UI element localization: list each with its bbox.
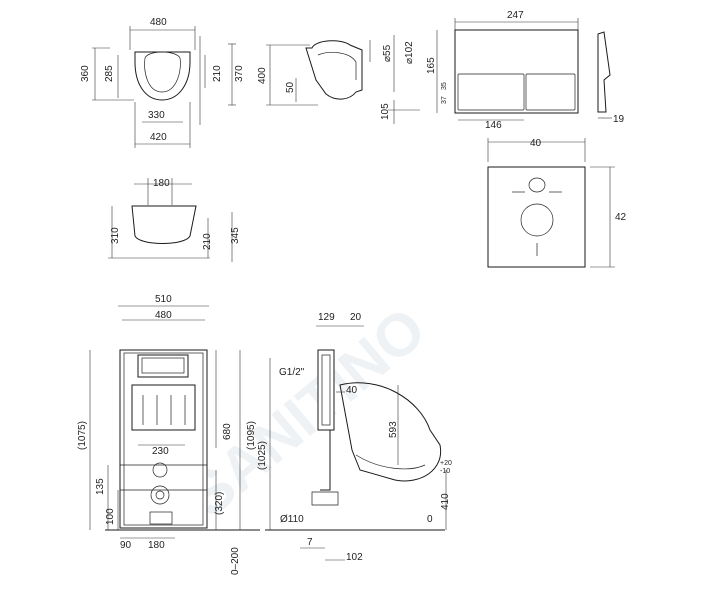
section-gap: 40: [346, 385, 358, 396]
front-fix-h: 210: [202, 233, 213, 250]
frame-h-frame: 680: [222, 423, 233, 440]
frame-h-total: (1075): [77, 421, 88, 450]
section-d-pipe: Ø110: [280, 514, 304, 525]
frame-h-inner: (320): [214, 492, 225, 515]
bowl-side-base: 105: [380, 103, 391, 120]
plate-side-a: 37: [441, 96, 448, 104]
installation-frame-view: 510 480 230 (1075) 680 (1095) 135 100 (3…: [77, 294, 260, 575]
plate-button-offset: 146: [485, 120, 502, 131]
bowl-side-view: 400 50 ⌀55 ⌀102 105: [257, 35, 420, 124]
frame-bottom-mid: 180: [148, 540, 165, 551]
section-floor: 0: [427, 514, 433, 525]
bowl-side-d-pipe: ⌀102: [404, 41, 415, 64]
frame-h-low: 100: [105, 508, 116, 525]
frame-stud: 230: [152, 446, 169, 457]
pad-height: 42: [615, 212, 627, 223]
bowl-side-outlet-h: 50: [285, 81, 296, 93]
bowl-top-fix-total: 420: [150, 132, 167, 143]
bowl-top-width-label: 480: [150, 17, 167, 28]
flush-plate-view: 247 165 37 35 146 19: [426, 10, 625, 131]
front-height: 310: [110, 227, 121, 244]
section-seat-tol-up: +20: [440, 460, 452, 467]
section-seat-h: 410: [440, 493, 451, 510]
section-depth-b: 20: [350, 312, 362, 323]
frame-h-left: 135: [95, 478, 106, 495]
frame-bottom-left: 90: [120, 540, 132, 551]
bowl-top-height-inner: 285: [104, 65, 115, 82]
plate-side-b: 35: [441, 82, 448, 90]
pad-width: 40: [530, 138, 542, 149]
section-seat-tol-dn: -10: [440, 468, 450, 475]
section-off-b: 102: [346, 552, 363, 563]
frame-h-frame-total: (1095): [246, 421, 257, 450]
side-section-view: 129 20 (1025) G1/2" 40 593 Ø110 7 102 41…: [257, 312, 452, 563]
front-width: 180: [153, 178, 170, 189]
section-thread: G1/2": [279, 367, 305, 378]
bowl-top-height-outer: 360: [80, 65, 91, 82]
front-total-h: 345: [230, 227, 241, 244]
soundproof-pad-view: 40 42: [487, 138, 627, 268]
bowl-top-right-a: 210: [212, 65, 223, 82]
frame-width-outer: 510: [155, 294, 172, 305]
bowl-top-view: 480 360 285 210 370 330 420: [80, 17, 245, 148]
section-depth-a: 129: [318, 312, 335, 323]
section-h-inlet: 593: [388, 421, 399, 438]
section-off-a: 7: [307, 537, 313, 548]
frame-floor-adjust: 0–200: [230, 547, 241, 575]
bowl-top-fix-gap: 330: [148, 110, 165, 121]
bowl-front-view: 180 310 210 345: [108, 178, 241, 262]
plate-width: 247: [507, 10, 524, 21]
plate-depth: 19: [613, 114, 625, 125]
frame-outline: [119, 349, 208, 529]
frame-width-inner: 480: [155, 310, 172, 321]
plate-height: 165: [426, 57, 437, 74]
section-h-total: (1025): [257, 441, 268, 470]
bowl-side-d-outlet: ⌀55: [382, 44, 393, 62]
bowl-top-right-b: 370: [234, 65, 245, 82]
bowl-side-height: 400: [257, 67, 268, 84]
